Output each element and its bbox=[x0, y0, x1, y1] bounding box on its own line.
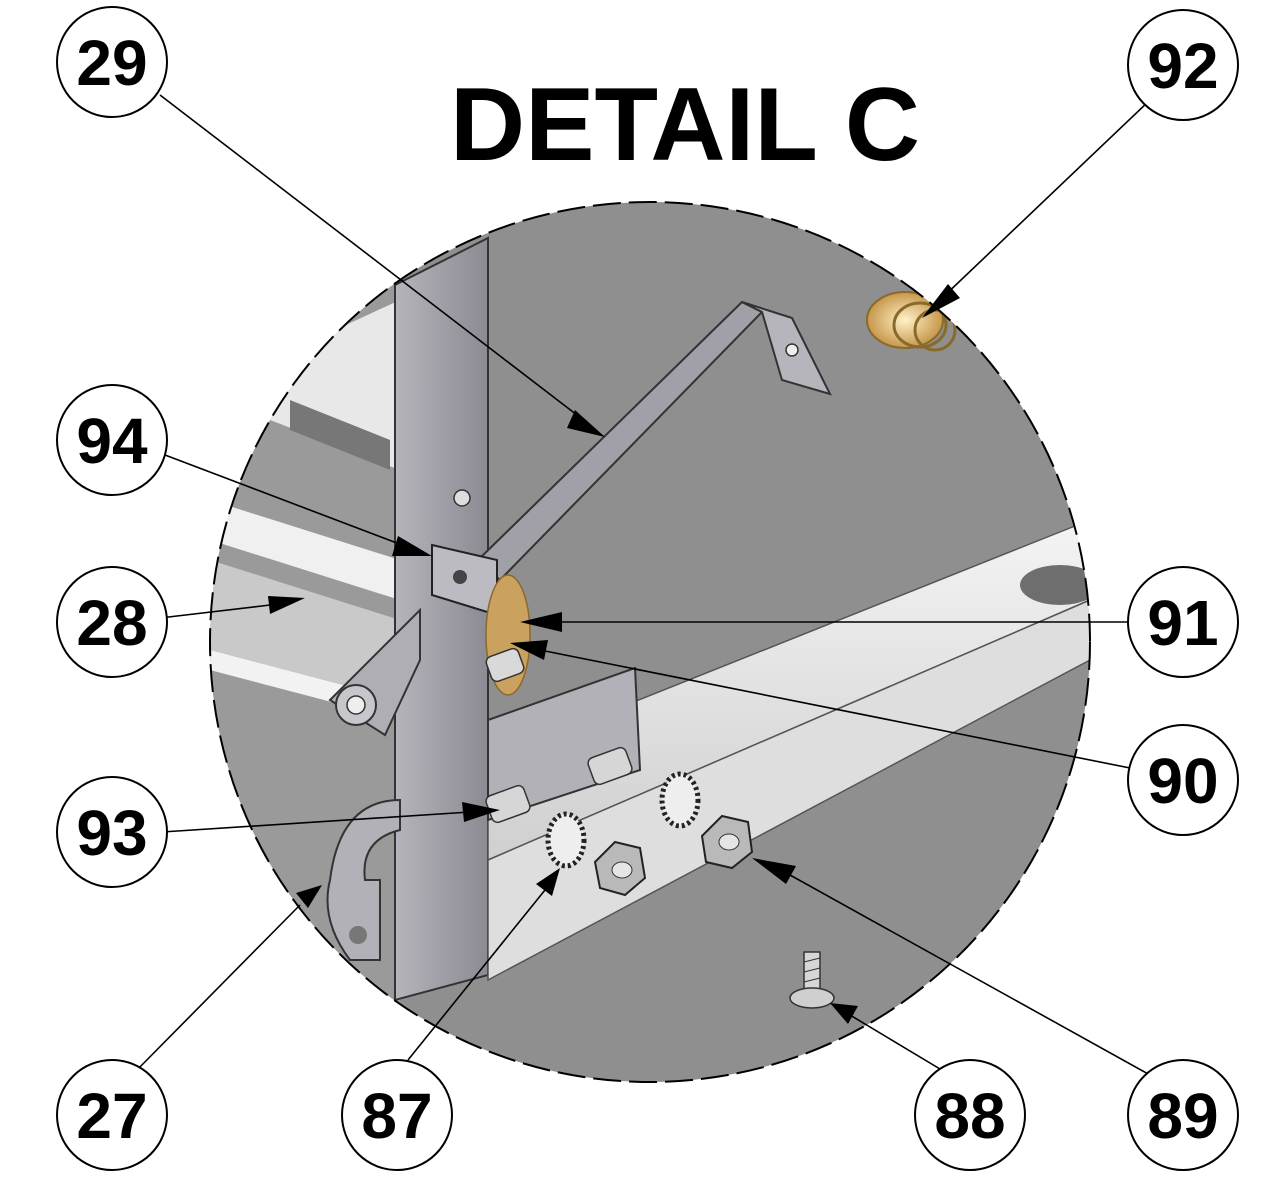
callout-94: 94 bbox=[56, 384, 168, 496]
upper-shelf-shadow bbox=[290, 400, 390, 470]
callout-28: 28 bbox=[56, 566, 168, 678]
base-rail-top bbox=[487, 518, 1090, 862]
arrow-88 bbox=[830, 1003, 858, 1024]
arrow-90 bbox=[510, 640, 548, 660]
arrow-27 bbox=[296, 885, 322, 908]
callout-label: 92 bbox=[1147, 30, 1218, 102]
arrow-89 bbox=[752, 858, 796, 884]
vertical-upright bbox=[394, 236, 489, 1002]
callout-label: 94 bbox=[76, 405, 148, 477]
callout-label: 29 bbox=[76, 27, 147, 99]
leader-88 bbox=[849, 1014, 951, 1076]
callout-label: 90 bbox=[1147, 745, 1218, 817]
arrow-92 bbox=[922, 284, 960, 318]
leader-28 bbox=[159, 604, 271, 619]
hook-bracket bbox=[326, 798, 401, 961]
callout-label: 93 bbox=[76, 797, 147, 869]
detail-boundary bbox=[209, 201, 1091, 1083]
callout-label: 91 bbox=[1147, 587, 1218, 659]
leader-lines bbox=[131, 94, 1151, 1076]
callout-88: 88 bbox=[914, 1059, 1026, 1171]
rail-slot bbox=[1020, 565, 1090, 605]
leader-89 bbox=[789, 874, 1151, 1076]
leader-29 bbox=[159, 94, 591, 426]
callout-92: 92 bbox=[1127, 9, 1239, 121]
leader-93 bbox=[161, 811, 471, 833]
callout-90: 90 bbox=[1127, 724, 1239, 836]
link-plate-hole bbox=[346, 695, 366, 715]
base-rail-front bbox=[487, 598, 1090, 982]
lock-washer-1 bbox=[545, 811, 587, 869]
leader-90 bbox=[539, 649, 1131, 769]
arrow-87 bbox=[536, 868, 560, 896]
detail-view bbox=[210, 202, 1090, 1082]
hook-bracket-hole bbox=[349, 926, 367, 944]
arrow-93 bbox=[462, 802, 500, 822]
callout-label: 27 bbox=[76, 1080, 147, 1152]
callout-87: 87 bbox=[341, 1059, 453, 1171]
arrow-28 bbox=[268, 596, 305, 614]
stud-upper bbox=[485, 647, 525, 683]
rod-end-hole bbox=[785, 343, 799, 357]
arrow-94 bbox=[392, 536, 432, 556]
lock-washer-2 bbox=[659, 771, 701, 829]
leader-94 bbox=[164, 454, 411, 549]
arrow-91 bbox=[520, 612, 562, 632]
callout-label: 89 bbox=[1147, 1080, 1218, 1152]
arrow-29 bbox=[567, 410, 605, 437]
clip-hole bbox=[453, 570, 467, 584]
callout-27: 27 bbox=[56, 1059, 168, 1171]
callout-93: 93 bbox=[56, 776, 168, 888]
callout-89: 89 bbox=[1127, 1059, 1239, 1171]
callout-91: 91 bbox=[1127, 566, 1239, 678]
leader-27 bbox=[131, 904, 301, 1076]
diagram-title: DETAIL C bbox=[450, 67, 920, 183]
stud-plate bbox=[587, 746, 633, 786]
callout-29: 29 bbox=[56, 6, 168, 118]
screw-88 bbox=[789, 951, 835, 1009]
middle-rail bbox=[210, 500, 400, 600]
leader-87 bbox=[407, 889, 546, 1061]
middle-rail-lower bbox=[210, 560, 400, 700]
callout-label: 28 bbox=[76, 587, 147, 659]
hex-nut-1 bbox=[593, 840, 647, 897]
hex-nut-2 bbox=[700, 814, 754, 870]
leader-92 bbox=[939, 99, 1151, 301]
callout-label: 87 bbox=[361, 1080, 432, 1152]
upright-hole bbox=[453, 489, 471, 507]
callout-label: 88 bbox=[934, 1080, 1005, 1152]
